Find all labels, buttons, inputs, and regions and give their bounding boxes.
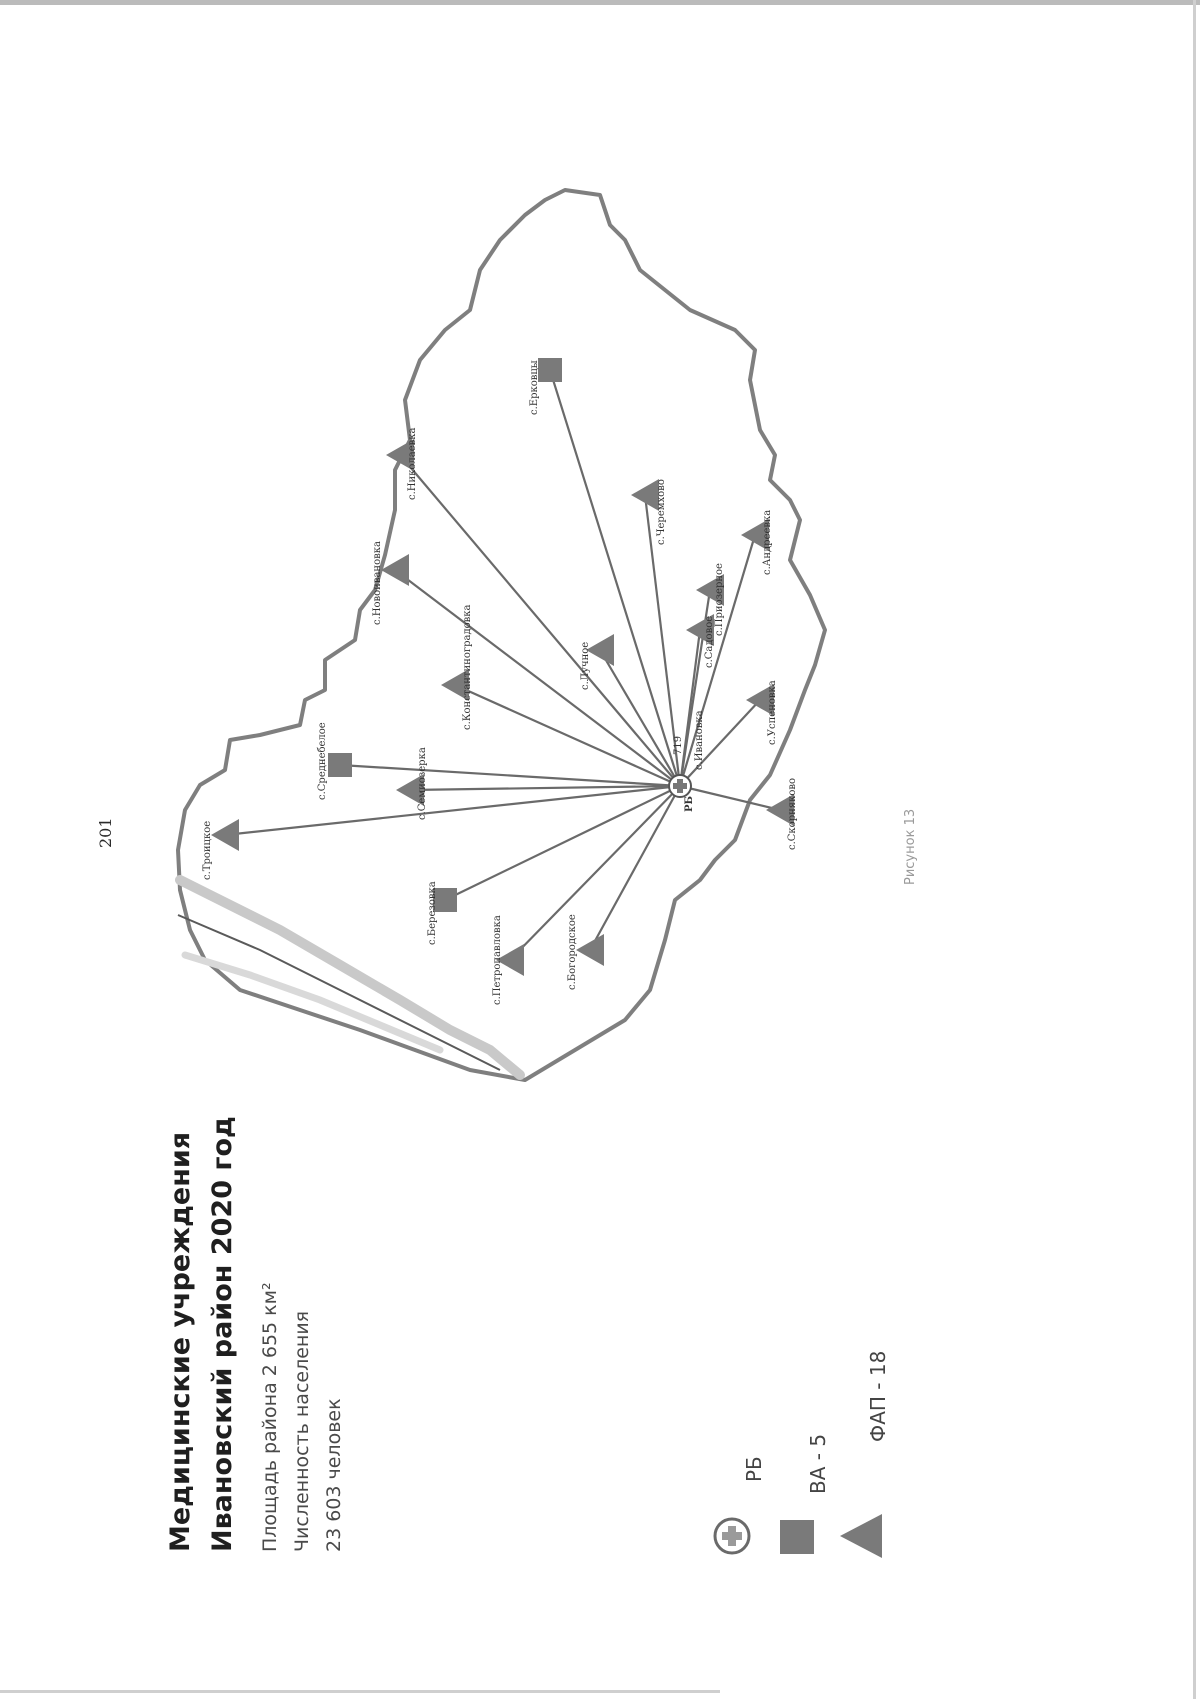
fap-triangle-marker xyxy=(696,574,724,606)
map-title-block: Медицинские учреждения Ивановский район … xyxy=(160,992,345,1552)
connection-line xyxy=(599,649,681,787)
fap-triangle-marker xyxy=(396,774,424,806)
facility-label: с.Петропавловка xyxy=(492,915,503,1005)
facility-label: с.Среднебелое xyxy=(317,722,328,800)
facility-label: с.Богородское xyxy=(567,914,578,990)
map-title-line2: Ивановский район 2020 год xyxy=(207,1116,238,1552)
facility-label: с.Троицкое xyxy=(202,821,213,880)
fap-triangle-marker xyxy=(386,439,414,471)
fap-triangle-marker xyxy=(211,819,239,851)
fap-triangle-marker xyxy=(741,519,769,551)
map-title-line1: Медицинские учреждения xyxy=(165,1131,196,1552)
facility-label: с.Новоивановка xyxy=(372,541,383,625)
facility-label: с.Ивановка xyxy=(694,710,705,770)
connection-line xyxy=(679,699,761,787)
facility-label: с.Константиноградовка xyxy=(462,604,473,730)
facility-label: с.Приозерное xyxy=(714,563,725,636)
connection-line xyxy=(399,454,681,787)
square-icon xyxy=(780,1520,814,1554)
fap-triangle-marker xyxy=(766,794,794,826)
fap-triangle-marker xyxy=(631,479,659,511)
scan-right-edge xyxy=(1193,0,1196,1699)
va-square-marker xyxy=(538,358,562,382)
fap-triangle-marker xyxy=(576,934,604,966)
river-line xyxy=(175,875,525,1080)
facility-label: с.Лучное xyxy=(580,642,591,690)
connection-line xyxy=(339,763,681,788)
va-square-marker xyxy=(328,753,352,777)
scan-bottom-edge xyxy=(0,1690,720,1693)
connection-line xyxy=(643,494,682,787)
connection-line xyxy=(589,785,681,951)
district-boundary xyxy=(176,188,827,1082)
legend-label-fap: ФАП - 18 xyxy=(866,1350,890,1442)
connection-line xyxy=(678,629,702,787)
fap-triangle-marker xyxy=(381,554,409,586)
facility-label: с.Скорняково xyxy=(787,778,798,850)
connection-line xyxy=(224,784,681,837)
rb-hub-marker xyxy=(668,774,692,798)
facility-label: с.Николаевка xyxy=(407,427,418,500)
facility-label: с.Успеновка xyxy=(767,680,778,745)
legend-label-rb: РБ xyxy=(742,1456,766,1482)
figure-caption: Рисунок 13 xyxy=(903,808,918,885)
population-value: 23 603 человек xyxy=(323,1398,345,1552)
connection-line xyxy=(548,369,682,787)
connection-line xyxy=(679,784,781,812)
facility-label: с.Садовое xyxy=(704,616,715,668)
legend-label-va: ВА - 5 xyxy=(806,1433,830,1494)
triangle-icon xyxy=(840,1514,882,1558)
hub-label: РБ xyxy=(684,796,695,812)
facility-markers xyxy=(211,358,794,976)
fap-triangle-marker xyxy=(746,684,774,716)
river-line xyxy=(181,951,444,1054)
connection-lines xyxy=(224,369,781,961)
connection-line xyxy=(394,569,681,787)
area-text: Площадь района 2 655 км² xyxy=(259,1282,281,1552)
facility-label: с.Андреевка xyxy=(762,510,773,575)
connection-line xyxy=(409,784,681,792)
connection-line xyxy=(454,683,681,788)
va-square-marker xyxy=(433,888,457,912)
facility-label: с.Ерковцы xyxy=(529,360,540,415)
connection-line xyxy=(509,785,681,961)
facility-label: с.Березовка xyxy=(427,881,438,945)
hub-number: 719 xyxy=(673,736,684,755)
facility-label: с.Семиозерка xyxy=(417,747,428,820)
population-label: Численность населения xyxy=(291,1310,313,1552)
fap-triangle-marker xyxy=(496,944,524,976)
road-line xyxy=(177,914,501,1071)
fap-triangle-marker xyxy=(441,669,469,701)
connection-line xyxy=(678,534,757,787)
scan-top-edge xyxy=(0,0,1200,5)
connection-line xyxy=(444,785,681,901)
rb-icon xyxy=(713,1517,751,1555)
facility-label: с.Черемхово xyxy=(656,479,667,545)
fap-triangle-marker xyxy=(586,634,614,666)
fap-triangle-marker xyxy=(686,614,714,646)
